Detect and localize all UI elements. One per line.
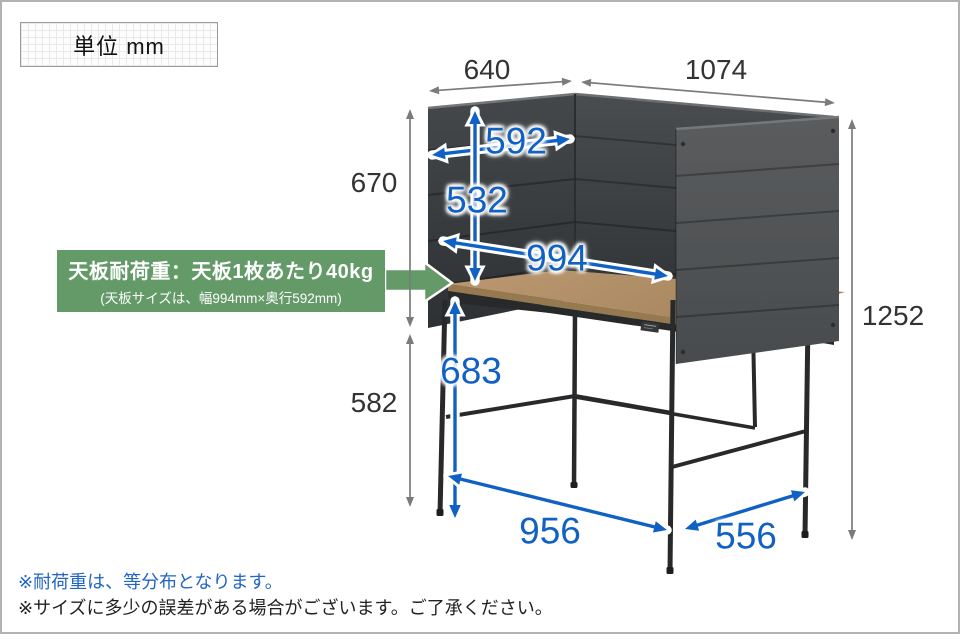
dim-1074: 1074 [684,54,748,85]
desktop-frame-rail [448,291,733,340]
dim-956: 956 [519,510,581,552]
unit-label: 単位 mm [73,33,165,59]
front-right-leg [667,299,676,573]
blue-dimension-arrows [426,105,811,537]
callout-subtitle: (天板サイズは、幅994mm×奥行592mm) [100,291,342,306]
dim-640: 640 [463,54,511,85]
desktop-front-edge [448,284,733,333]
left-brace [445,394,576,419]
right-brace [671,429,807,469]
unit-label-box: 単位 mm [20,22,218,67]
dim-670: 670 [350,167,398,198]
leg-feet [436,482,809,574]
rear-right-leg [802,319,811,537]
note-load-distribution: ※耐荷重は、等分布となります。 [18,572,283,592]
brand-tag [640,321,660,333]
dim-683: 683 [440,350,502,392]
dim-532: 532 [446,179,508,221]
rear-brace [574,395,756,430]
load-capacity-callout: 天板耐荷重：天板1枚あたり40kg (天板サイズは、幅994mm×奥行592mm… [57,250,385,312]
dim-994: 994 [526,237,588,279]
callout-arrow [383,259,455,305]
front-left-leg [437,299,448,515]
panel-screws [680,128,836,355]
right-panel [675,115,840,364]
side-rail [448,297,575,316]
right-panel-seams [675,163,840,318]
leg-frame [437,299,811,573]
callout-title: 天板耐荷重：天板1枚あたり40kg [68,261,374,283]
rear-left-leg [571,313,578,487]
dim-582: 582 [350,387,398,418]
note-size-tolerance: ※サイズに多少の誤差がある場合がございます。ご了承ください。 [18,598,553,618]
dim-592: 592 [485,120,547,162]
dim-556: 556 [715,515,777,557]
dim-1252: 1252 [861,300,925,331]
gray-dimension-arrows [406,77,856,540]
